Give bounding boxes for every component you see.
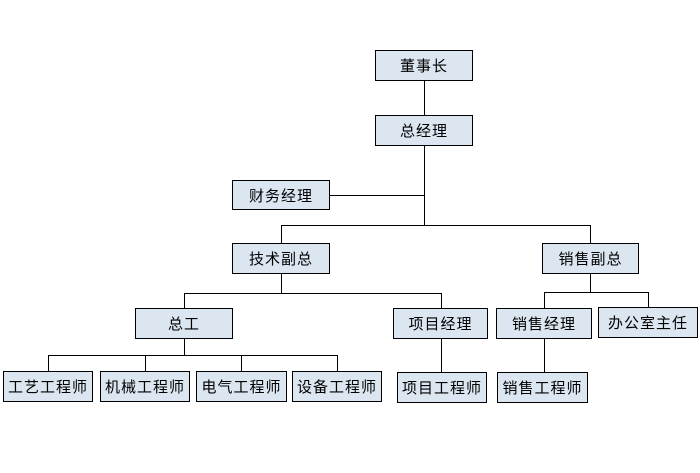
edge-drop-technical-vp	[281, 225, 282, 243]
edge-sales-manager-sales-engineer	[544, 339, 545, 372]
edge-sales-split-bar	[544, 292, 649, 293]
edge-drop-equipment-engineer	[337, 355, 338, 371]
edge-drop-electrical-engineer	[241, 355, 242, 371]
edge-engineer-split-bar	[48, 355, 338, 356]
edge-chairman-general-manager	[424, 81, 425, 115]
org-node-sales-manager: 销售经理	[496, 308, 592, 339]
edge-drop-project-manager	[441, 293, 442, 308]
org-node-sales-engineer: 销售工程师	[497, 372, 588, 403]
edge-general-manager-trunk	[424, 146, 425, 225]
edge-technical-vp-stem	[281, 274, 282, 293]
org-node-process-engineer: 工艺工程师	[3, 371, 93, 402]
edge-drop-mechanical-engineer	[145, 355, 146, 371]
edge-drop-sales-manager	[544, 292, 545, 308]
org-node-sales-vp: 销售副总	[542, 243, 639, 274]
org-node-equipment-engineer: 设备工程师	[292, 371, 382, 402]
org-node-project-manager: 项目经理	[393, 308, 488, 339]
org-node-project-engineer: 项目工程师	[397, 372, 487, 403]
edge-project-manager-project-engineer	[441, 339, 442, 372]
edge-chief-engineer-stem	[184, 339, 185, 355]
org-node-office-director: 办公室主任	[598, 307, 698, 338]
org-node-electrical-engineer: 电气工程师	[196, 371, 287, 402]
edge-technical-split-bar	[184, 293, 442, 294]
org-node-mechanical-engineer: 机械工程师	[100, 371, 190, 402]
org-node-finance-manager: 财务经理	[232, 180, 330, 210]
edge-vp-split-bar	[281, 225, 591, 226]
org-node-general-manager: 总经理	[375, 115, 473, 146]
edge-drop-sales-vp	[590, 225, 591, 243]
edge-finance-manager-branch	[330, 195, 424, 196]
edge-drop-office-director	[648, 292, 649, 307]
org-node-chairman: 董事长	[375, 50, 473, 81]
edge-drop-process-engineer	[48, 355, 49, 371]
org-node-technical-vp: 技术副总	[232, 243, 330, 274]
edge-drop-chief-engineer	[184, 293, 185, 308]
edge-sales-vp-stem	[590, 274, 591, 292]
org-node-chief-engineer: 总工	[135, 308, 233, 339]
